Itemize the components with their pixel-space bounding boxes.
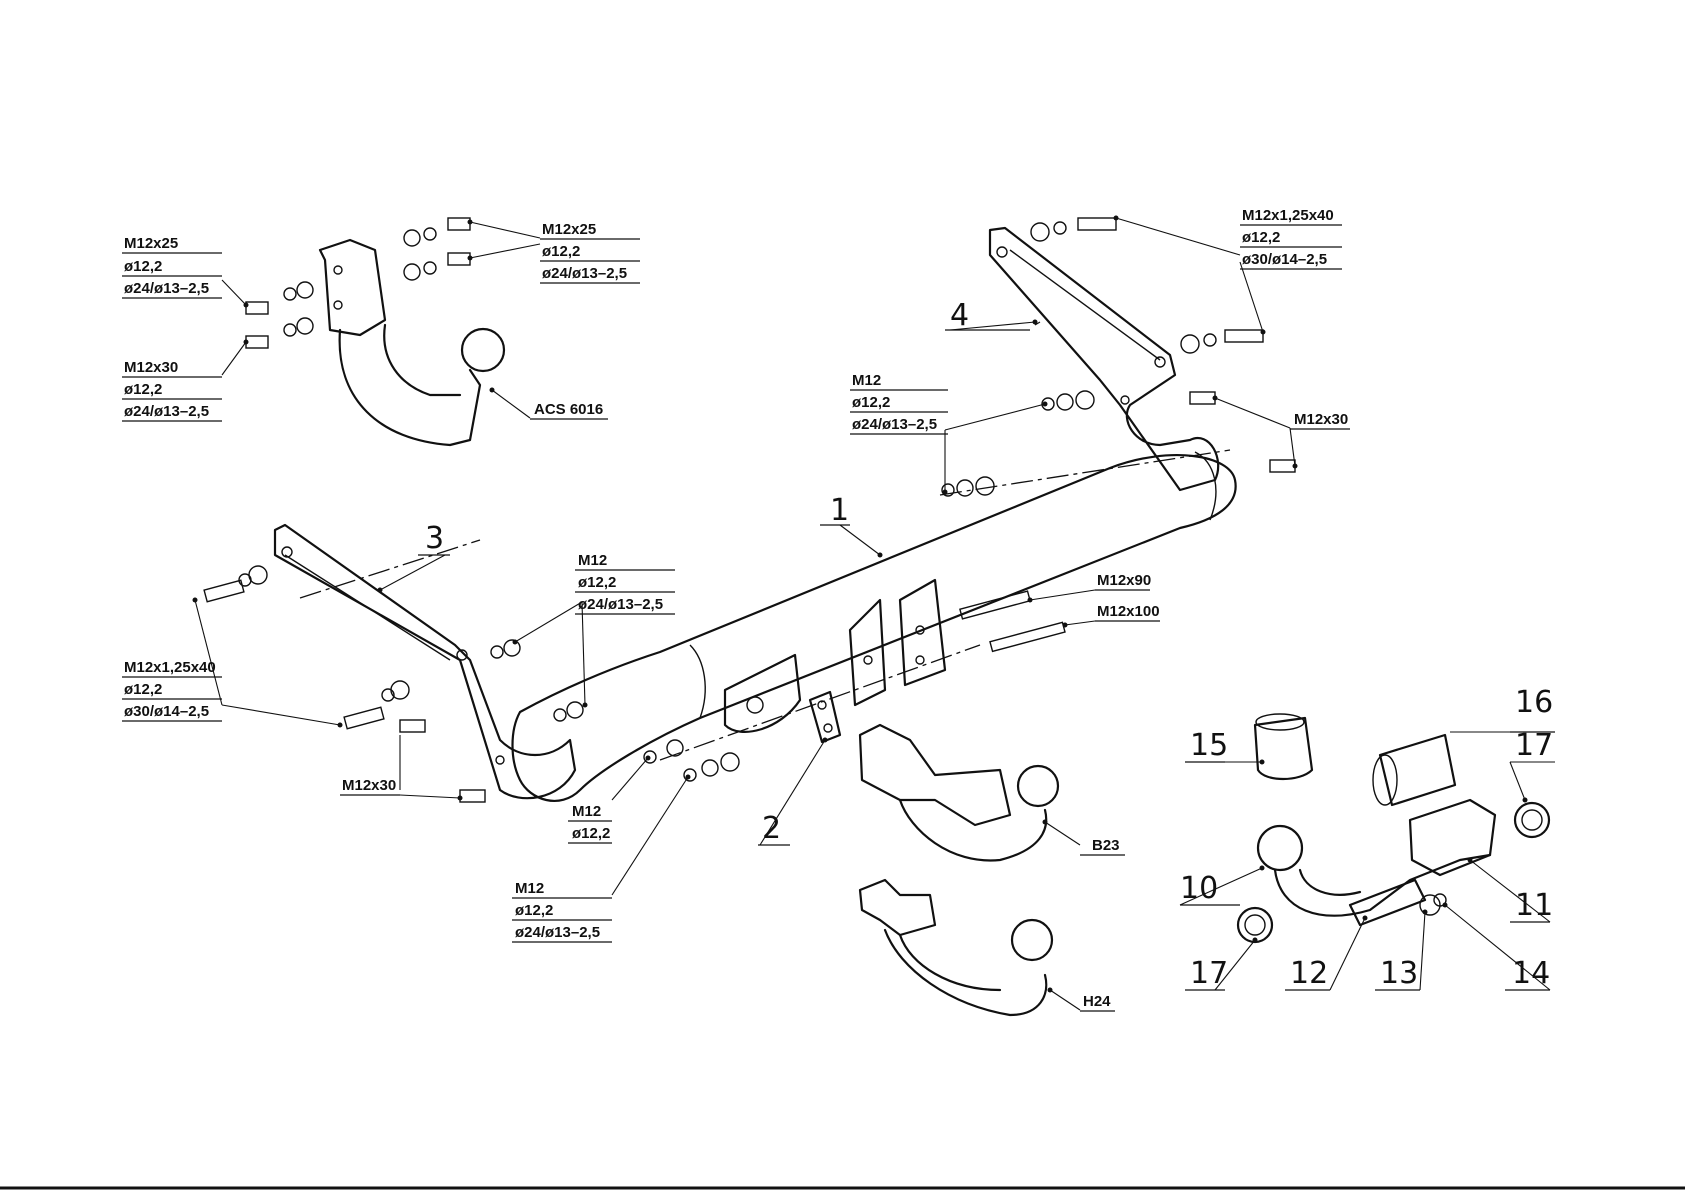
fasteners	[204, 218, 1295, 802]
callout-top-mid: M12x25 ø12,2 ø24/ø13–2,5	[540, 221, 640, 283]
part-number-17-left: 17	[1190, 956, 1228, 991]
part-number-15: 15	[1190, 728, 1228, 763]
callout-left-m12x30: M12x30	[340, 777, 400, 795]
part-number-12: 12	[1290, 956, 1328, 991]
label-washer: ø24/ø13–2,5	[852, 416, 937, 433]
label-acs-6016: ACS 6016	[534, 401, 603, 418]
part-number-11: 11	[1515, 888, 1553, 923]
label-nut: M12	[515, 880, 544, 897]
label-bolt: M12x1,25x40	[124, 659, 216, 676]
callout-mid-m12: M12 ø12,2 ø24/ø13–2,5	[850, 372, 948, 434]
callout-b23: B23	[1080, 837, 1125, 855]
label-bolt: M12x1,25x40	[1242, 207, 1334, 224]
part-number-2: 2	[762, 811, 781, 846]
callout-top-left-upper: M12x25 ø12,2 ø24/ø13–2,5	[122, 235, 222, 298]
socket-plate-part-2	[725, 655, 840, 742]
leader-lines	[193, 216, 1556, 1011]
label-h24: H24	[1083, 993, 1111, 1010]
callout-bottom-m12-b: M12 ø12,2 ø24/ø13–2,5	[512, 880, 612, 942]
label-hole: ø12,2	[542, 243, 580, 260]
callout-left-bolt: M12x1,25x40 ø12,2 ø30/ø14–2,5	[122, 659, 222, 721]
label-hole: ø12,2	[572, 825, 610, 842]
label-washer: ø24/ø13–2,5	[124, 403, 209, 420]
accessories-group	[1238, 714, 1549, 942]
label-bolt: M12x30	[124, 359, 178, 376]
label-m12x90: M12x90	[1097, 572, 1151, 589]
label-bolt: M12x25	[542, 221, 596, 238]
part-number-10: 10	[1180, 871, 1218, 906]
label-washer: ø30/ø14–2,5	[124, 703, 209, 720]
label-washer: ø30/ø14–2,5	[1242, 251, 1327, 268]
part-number-4: 4	[950, 298, 969, 333]
label-washer: ø24/ø13–2,5	[124, 280, 209, 297]
label-bolt: M12x30	[1294, 411, 1348, 428]
part-number-16: 16	[1515, 685, 1553, 720]
label-b23: B23	[1092, 837, 1120, 854]
callout-top-right: M12x1,25x40 ø12,2 ø30/ø14–2,5	[1240, 207, 1342, 269]
callout-acs: ACS 6016	[530, 401, 608, 419]
label-nut: M12	[572, 803, 601, 820]
right-bracket-part-4	[990, 228, 1218, 490]
label-hole: ø12,2	[578, 574, 616, 591]
part-number-13: 13	[1380, 956, 1418, 991]
label-hole: ø12,2	[124, 258, 162, 275]
label-nut: M12	[578, 552, 607, 569]
label-bolt: M12x30	[342, 777, 396, 794]
hitch-acs-6016	[320, 240, 504, 445]
hitch-b23	[860, 725, 1058, 860]
label-hole: ø12,2	[852, 394, 890, 411]
label-washer: ø24/ø13–2,5	[578, 596, 663, 613]
label-hole: ø12,2	[124, 681, 162, 698]
callout-right-m12x30: M12x30	[1290, 411, 1350, 429]
label-washer: ø24/ø13–2,5	[515, 924, 600, 941]
callout-top-left-lower: M12x30 ø12,2 ø24/ø13–2,5	[122, 359, 222, 421]
callout-long-bolts: M12x90 M12x100	[1095, 572, 1160, 621]
callout-h24: H24	[1080, 993, 1115, 1011]
part-number-14: 14	[1512, 956, 1550, 991]
label-hole: ø12,2	[515, 902, 553, 919]
label-bolt: M12x25	[124, 235, 178, 252]
crossbar-part-1	[513, 450, 1236, 801]
label-m12x100: M12x100	[1097, 603, 1160, 620]
label-nut: M12	[852, 372, 881, 389]
label-hole: ø12,2	[124, 381, 162, 398]
label-hole: ø12,2	[1242, 229, 1280, 246]
part-number-1: 1	[830, 493, 849, 528]
callout-left-mid-m12: M12 ø12,2 ø24/ø13–2,5	[575, 552, 675, 614]
callout-bottom-m12-a: M12 ø12,2	[568, 803, 612, 843]
hitch-h24	[860, 880, 1052, 1015]
label-washer: ø24/ø13–2,5	[542, 265, 627, 282]
part-number-17-right: 17	[1515, 728, 1553, 763]
part-number-3: 3	[425, 521, 444, 556]
